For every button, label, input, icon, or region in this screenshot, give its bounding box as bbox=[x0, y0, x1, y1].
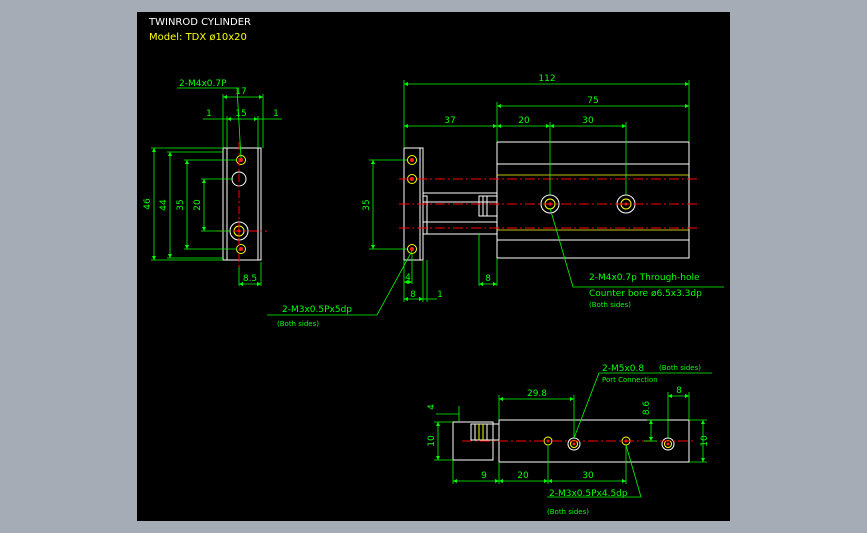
dim-hole-pitch-v: 35 bbox=[176, 199, 186, 210]
callout-m3-bottom: 2-M3x0.5Px4.5dp bbox=[549, 489, 628, 499]
callout-m5-port: 2-M5x0.8 bbox=[602, 364, 644, 374]
bottom-port-b-icon bbox=[661, 437, 675, 451]
dim-plate-8: 8 bbox=[410, 290, 416, 300]
dim-bottom-offset: 8.5 bbox=[243, 274, 257, 284]
callout-m4-through: 2-M4x0.7p Through-hole bbox=[589, 273, 700, 283]
dim-bottom-10-right: 10 bbox=[700, 435, 710, 447]
dim-bottom-30: 30 bbox=[582, 471, 594, 481]
dim-end-lip-left: 1 bbox=[206, 109, 212, 119]
dim-plate-thk: 4 bbox=[405, 273, 411, 283]
end-view-dimensions bbox=[151, 87, 282, 286]
side-cylinder-body bbox=[496, 141, 690, 259]
cad-drawing: TWINROD CYLINDER Model: TDX ø10x20 bbox=[143, 17, 724, 516]
side-view-dimensions bbox=[267, 80, 724, 316]
side-plate-hole-top-icon bbox=[407, 155, 417, 165]
side-plate-hole-bottom-icon bbox=[407, 244, 417, 254]
dim-rod-8: 8 bbox=[485, 274, 491, 284]
callout-port-connection: Port Connection bbox=[602, 376, 658, 384]
bottom-view bbox=[452, 419, 693, 463]
dim-port-pitch: 30 bbox=[582, 116, 594, 126]
callout-m4-top: 2-M4x0.7P bbox=[179, 79, 227, 89]
dim-bottom-9: 9 bbox=[481, 471, 487, 481]
callout-m3-side: 2-M3x0.5Px5dp bbox=[282, 305, 352, 315]
dim-end-width: 17 bbox=[235, 87, 246, 97]
dim-bottom-29-8: 29.8 bbox=[527, 389, 547, 399]
dim-side-hole-pitch: 35 bbox=[362, 199, 372, 210]
dim-bottom-8-6: 8.6 bbox=[642, 401, 652, 416]
dim-port-offset: 20 bbox=[518, 116, 530, 126]
drawing-model: Model: TDX ø10x20 bbox=[149, 32, 247, 43]
dim-bottom-4: 4 bbox=[427, 404, 437, 410]
dim-bottom-8: 8 bbox=[676, 386, 682, 396]
dim-bottom-20: 20 bbox=[517, 471, 529, 481]
dim-height-total: 46 bbox=[143, 198, 153, 210]
dim-bottom-10-left: 10 bbox=[427, 435, 437, 447]
callout-m3-bottom-note: (Both sides) bbox=[547, 508, 589, 516]
dim-rod-extension: 37 bbox=[444, 116, 455, 126]
side-view bbox=[399, 141, 697, 261]
dim-end-inner: 15 bbox=[235, 109, 246, 119]
drawing-title: TWINROD CYLINDER bbox=[148, 17, 251, 28]
callout-m3-side-note: (Both sides) bbox=[277, 320, 319, 328]
dim-height-plate: 44 bbox=[159, 199, 169, 211]
bottom-port-a-icon bbox=[567, 437, 581, 451]
dim-body-length: 75 bbox=[587, 96, 598, 106]
cad-viewport[interactable]: TWINROD CYLINDER Model: TDX ø10x20 bbox=[137, 12, 730, 521]
dim-total-length: 112 bbox=[538, 74, 555, 84]
dim-gap-1: 1 bbox=[437, 290, 443, 300]
dim-end-lip-right: 1 bbox=[273, 109, 279, 119]
end-view-outline bbox=[222, 147, 262, 261]
side-rod-nut bbox=[478, 195, 498, 217]
callout-counter-bore: Counter bore ø6.5x3.3dp bbox=[589, 289, 702, 299]
callout-counter-bore-note: (Both sides) bbox=[589, 301, 631, 309]
end-view-hole-bottom-small-icon bbox=[236, 244, 246, 254]
dim-hole-pitch-inner: 20 bbox=[193, 199, 203, 211]
end-view bbox=[217, 142, 267, 267]
bottom-view-dimensions bbox=[434, 372, 712, 498]
callout-m5-port-note: (Both sides) bbox=[659, 364, 701, 372]
